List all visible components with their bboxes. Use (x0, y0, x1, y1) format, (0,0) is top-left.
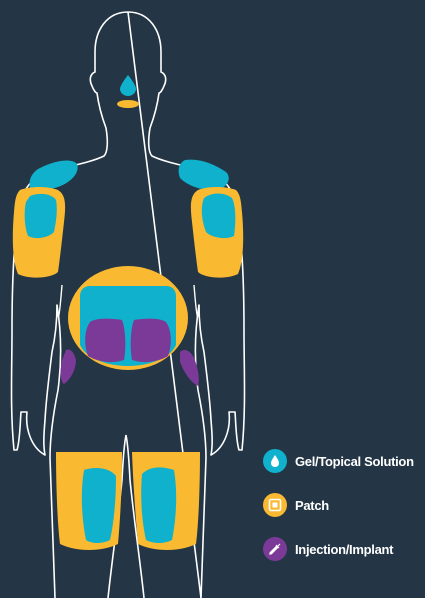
right-upper-arm-gel-site (202, 194, 235, 239)
right-buttock-injection-site (131, 319, 171, 362)
left-upper-arm-gel-site (25, 194, 57, 238)
legend-item-patch: Patch (263, 493, 414, 517)
left-shoulder-gel-site (29, 161, 77, 191)
inner-arm-left (57, 285, 62, 316)
syringe-icon (263, 537, 287, 561)
right-shoulder-gel-site (179, 160, 229, 191)
legend-item-injection: Injection/Implant (263, 537, 414, 561)
right-thigh-gel-site (141, 467, 176, 543)
left-thigh-gel-site (82, 468, 116, 543)
legend-label: Injection/Implant (295, 542, 393, 557)
droplet-icon (263, 449, 287, 473)
legend-label: Gel/Topical Solution (295, 454, 414, 469)
legend-label: Patch (295, 498, 329, 513)
patch-square-icon (263, 493, 287, 517)
left-hip-injection-site (61, 349, 76, 384)
left-buttock-injection-site (85, 319, 125, 362)
lip-patch-site (117, 100, 139, 108)
legend-item-gel: Gel/Topical Solution (263, 449, 414, 473)
legend: Gel/Topical Solution Patch Injection/Imp… (263, 449, 414, 581)
nasal-gel-site (120, 75, 136, 96)
inner-arm-right (194, 285, 199, 316)
